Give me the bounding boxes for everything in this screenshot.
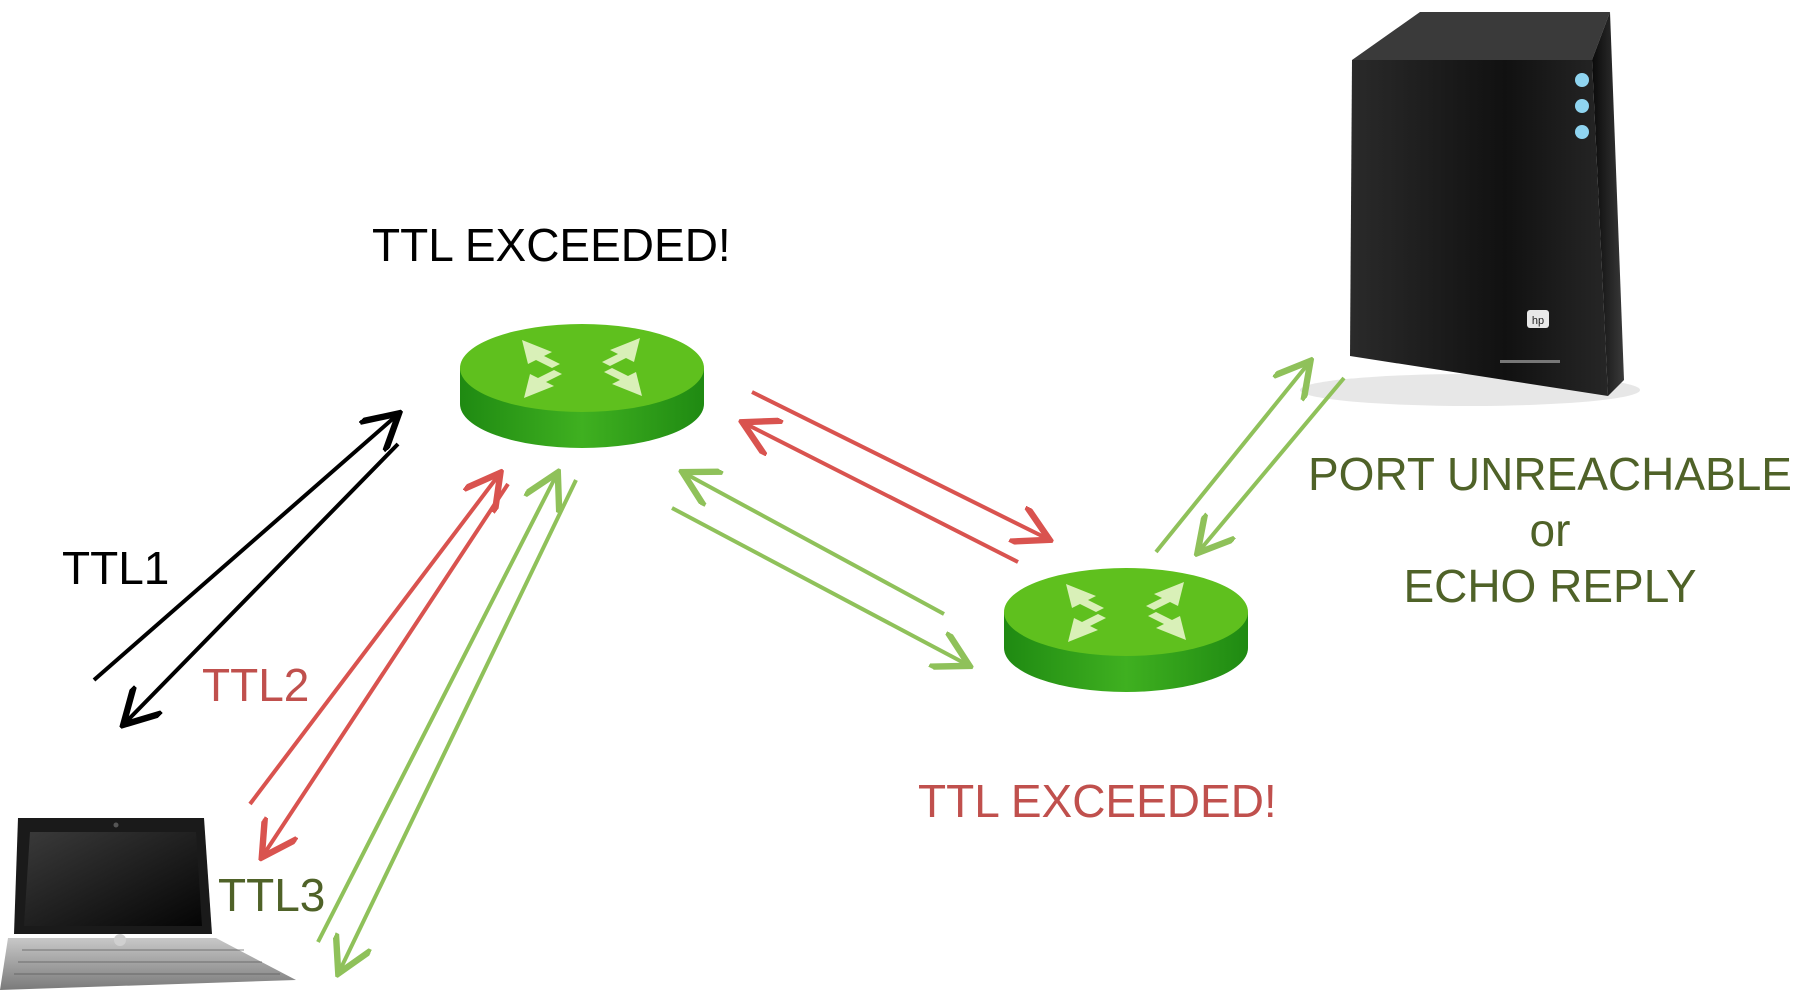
hp-logo-text: hp xyxy=(1532,315,1544,327)
ttl2-return-arrow xyxy=(264,482,510,854)
ttl3-return-arrow xyxy=(340,479,578,970)
server-reply-line: or xyxy=(1529,504,1571,556)
server-reply-label: PORT UNREACHABLE or ECHO REPLY xyxy=(1290,446,1810,614)
server-reply-line: PORT UNREACHABLE xyxy=(1308,448,1792,500)
router-icon xyxy=(1004,568,1248,692)
ttl1-arrow-pair xyxy=(92,416,400,722)
router-icon xyxy=(460,324,704,448)
ttl3-outbound-arrow xyxy=(1154,364,1308,554)
server-led-icon xyxy=(1575,73,1589,87)
ttl2-arrow-pair xyxy=(248,390,1046,854)
router2-status-label: TTL EXCEEDED! xyxy=(918,775,1277,827)
ttl3-outbound-arrow xyxy=(671,506,966,664)
server-tower-icon: hp xyxy=(1300,12,1640,406)
ttl3-return-arrow xyxy=(686,474,945,616)
server-reply-line: ECHO REPLY xyxy=(1403,560,1697,612)
server-led-icon xyxy=(1575,125,1589,139)
ttl1-return-arrow xyxy=(126,442,400,722)
laptop-icon xyxy=(0,818,296,990)
ttl1-outbound-arrow xyxy=(92,416,396,682)
ttl3-return-arrow xyxy=(1200,376,1346,550)
server-led-icon xyxy=(1575,99,1589,113)
ttl2-label: TTL2 xyxy=(202,659,310,711)
ttl3-outbound-arrow xyxy=(316,476,556,943)
ttl1-label: TTL1 xyxy=(62,542,170,594)
ttl2-outbound-arrow xyxy=(751,390,1046,538)
ttl2-return-arrow xyxy=(746,424,1019,564)
hp-logo-icon xyxy=(114,934,126,946)
ttl3-label: TTL3 xyxy=(218,869,326,921)
hp-logo-icon xyxy=(1527,310,1549,328)
router1-status-label: TTL EXCEEDED! xyxy=(372,219,731,271)
ttl2-outbound-arrow xyxy=(248,476,498,806)
ttl3-arrow-pair xyxy=(316,364,1346,970)
